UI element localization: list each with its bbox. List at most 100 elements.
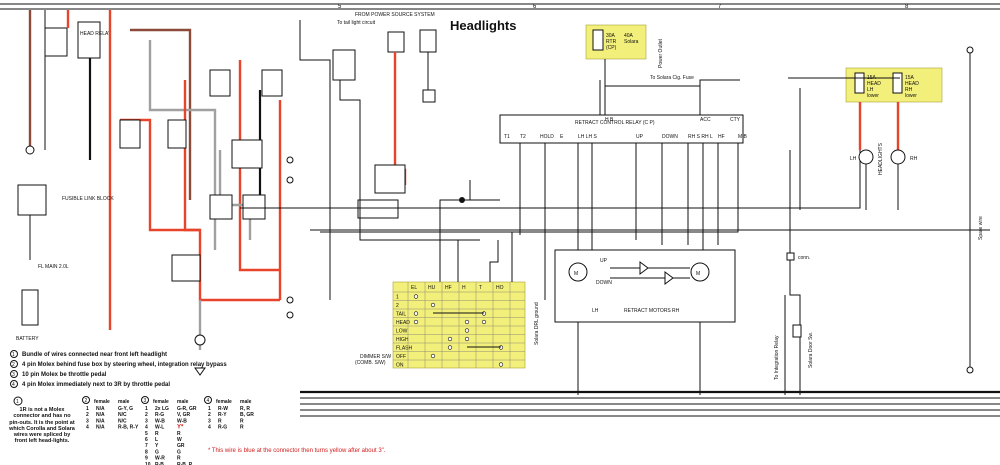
dimmer-contact: [498, 362, 504, 367]
dimmer-contact: [413, 294, 419, 299]
pin-table-cell: 2: [208, 412, 211, 418]
note-1r-marker: 1: [16, 399, 19, 405]
column-5: 5: [338, 4, 342, 10]
head-relay-label: HEAD RELAY: [80, 31, 112, 37]
head-relay-box: [77, 21, 101, 59]
pin-table-cell: R: [177, 456, 181, 462]
to-tail-light-label: To tail light circuit: [337, 20, 376, 26]
relay-pin-label: T2: [520, 134, 526, 140]
fusible-link-block: [17, 184, 47, 216]
tail-fuse: [387, 31, 405, 53]
relay-b: [167, 119, 187, 149]
retract-wiring: [240, 110, 990, 360]
relay-pin-label: HF: [718, 134, 725, 140]
headlights-small-label: HEADLIGHTS: [878, 142, 884, 175]
left-power-section: HEAD RELAY FUSIBLE LINK BLOCK FL MAIN 2.…: [16, 10, 114, 342]
relay-pin-label: CTY: [730, 117, 741, 123]
pin-table-cell: 1: [145, 406, 148, 412]
front-fog-relay: [374, 164, 406, 194]
battery-symbol: [21, 289, 39, 326]
pin-table-cell: 10: [145, 462, 151, 465]
note-1r-group: 1 1R is not a Molex connector and has no…: [9, 396, 75, 444]
from-power-source-label: FROM POWER SOURCE SYSTEM: [355, 12, 435, 18]
pin-table-cell: 7: [145, 443, 148, 449]
pin-table-cell: L: [155, 437, 158, 443]
relay-pin-label: ACC: [700, 117, 711, 123]
pin-table-cell: R, R: [240, 406, 250, 412]
pin-table-id: 2: [85, 398, 88, 404]
fuse-head-lh: [209, 69, 231, 97]
pin-table-cell: B, GR: [240, 412, 254, 418]
pin-table-cell: R-G: [218, 425, 227, 431]
pin-table-header-male: male: [177, 399, 189, 405]
pin-table-cell: W-R: [155, 456, 165, 462]
relay-pin-label: UP: [636, 134, 644, 140]
legend-text: 4 pin Molex behind fuse box by steering …: [22, 362, 227, 368]
pin-table-cell: G: [155, 449, 159, 455]
rtr-fuse-text-2: RTR: [606, 39, 617, 45]
pin-table-cell: 4: [86, 425, 89, 431]
dimmer-sw-sub-label: (COMB. S/W): [355, 360, 386, 366]
rtr-fuse: [592, 29, 604, 51]
dimmer-row-label: TAIL: [396, 312, 406, 318]
right-headlight-section: 15A HEAD LH lower 15A HEAD RH lower LH R…: [774, 46, 984, 395]
relay-c: [231, 139, 263, 169]
pin-table-cell: R: [240, 418, 244, 424]
pin-table-cell: G-R, GR: [177, 406, 197, 412]
head-rh-fuse-4: lower: [905, 93, 917, 99]
relay-pin-label: M B: [738, 134, 748, 140]
taillight-relay: [332, 49, 356, 81]
lh-motor: [568, 262, 588, 282]
retract-relay-label: RETRACT CONTROL RELAY (C P): [575, 120, 655, 126]
pin-table-cell: R-B, R: [177, 462, 193, 465]
column-7: 7: [718, 4, 722, 10]
pin-table-header-male: male: [240, 399, 252, 405]
head-rh-fuse: [892, 72, 903, 94]
lh-headlight-label: LH: [850, 156, 857, 162]
dimmer-col-header: HO: [496, 285, 504, 291]
relay-pin-label: LH LH S: [578, 134, 598, 140]
rh-motor-m: M: [696, 271, 700, 277]
pin-table-cell: N/C: [118, 418, 127, 424]
legend-number: 2: [12, 362, 15, 368]
relay-pin-label: E: [560, 134, 564, 140]
legend-marker: [10, 350, 18, 358]
to-integration-relay-label: To Integration Relay: [774, 335, 780, 380]
connector-block: [357, 199, 399, 219]
pin-table-cell: 1: [86, 406, 89, 412]
dimmer-contact: [481, 319, 487, 325]
head-rh-fuse-1: 15A: [905, 75, 915, 81]
pin-table-cell: W-B: [155, 418, 165, 424]
dimmer-contact: [413, 311, 419, 316]
relay-d: [209, 194, 233, 220]
pin-table-header-female: female: [153, 399, 169, 405]
dimmer-contact: [464, 328, 470, 333]
dimmer-relay: [171, 254, 201, 282]
pin-table-header-female: female: [216, 399, 232, 405]
solara-door-sw-label: Solara Door Sw.: [808, 332, 814, 368]
solara-drl-ground-label: Solara DRL ground: [534, 302, 540, 345]
dimmer-row-label: HIGH: [396, 337, 409, 343]
dimmer-row-label: 1: [396, 295, 399, 301]
pin-table-cell: W-L: [155, 425, 164, 431]
pin-table-cell: 2: [86, 412, 89, 418]
head-lh-fuse-3: LH: [867, 87, 874, 93]
pin-table-cell: 4: [145, 425, 148, 431]
relay-e: [242, 194, 266, 220]
relay-pin-label: H B: [605, 117, 614, 123]
pin-table-marker: [141, 396, 149, 404]
rtr-fuse-text-1: 30A: [606, 33, 616, 39]
pin-table-cell: 3: [86, 418, 89, 424]
legend-text: 4 pin Molex immediately next to 3R by th…: [22, 382, 170, 388]
pin-table-cell: W: [177, 437, 182, 443]
pin-table-cell: 3: [208, 418, 211, 424]
diagram-title: Headlights: [450, 18, 516, 33]
legend-marker: [10, 370, 18, 378]
pin-table-cell: 4: [208, 425, 211, 431]
legend-marker: [10, 380, 18, 388]
solara-door-switch: [792, 324, 802, 338]
pin-table-marker: [82, 396, 90, 404]
power-fuse: [419, 29, 437, 53]
pin-table-cell: N/C: [118, 412, 127, 418]
